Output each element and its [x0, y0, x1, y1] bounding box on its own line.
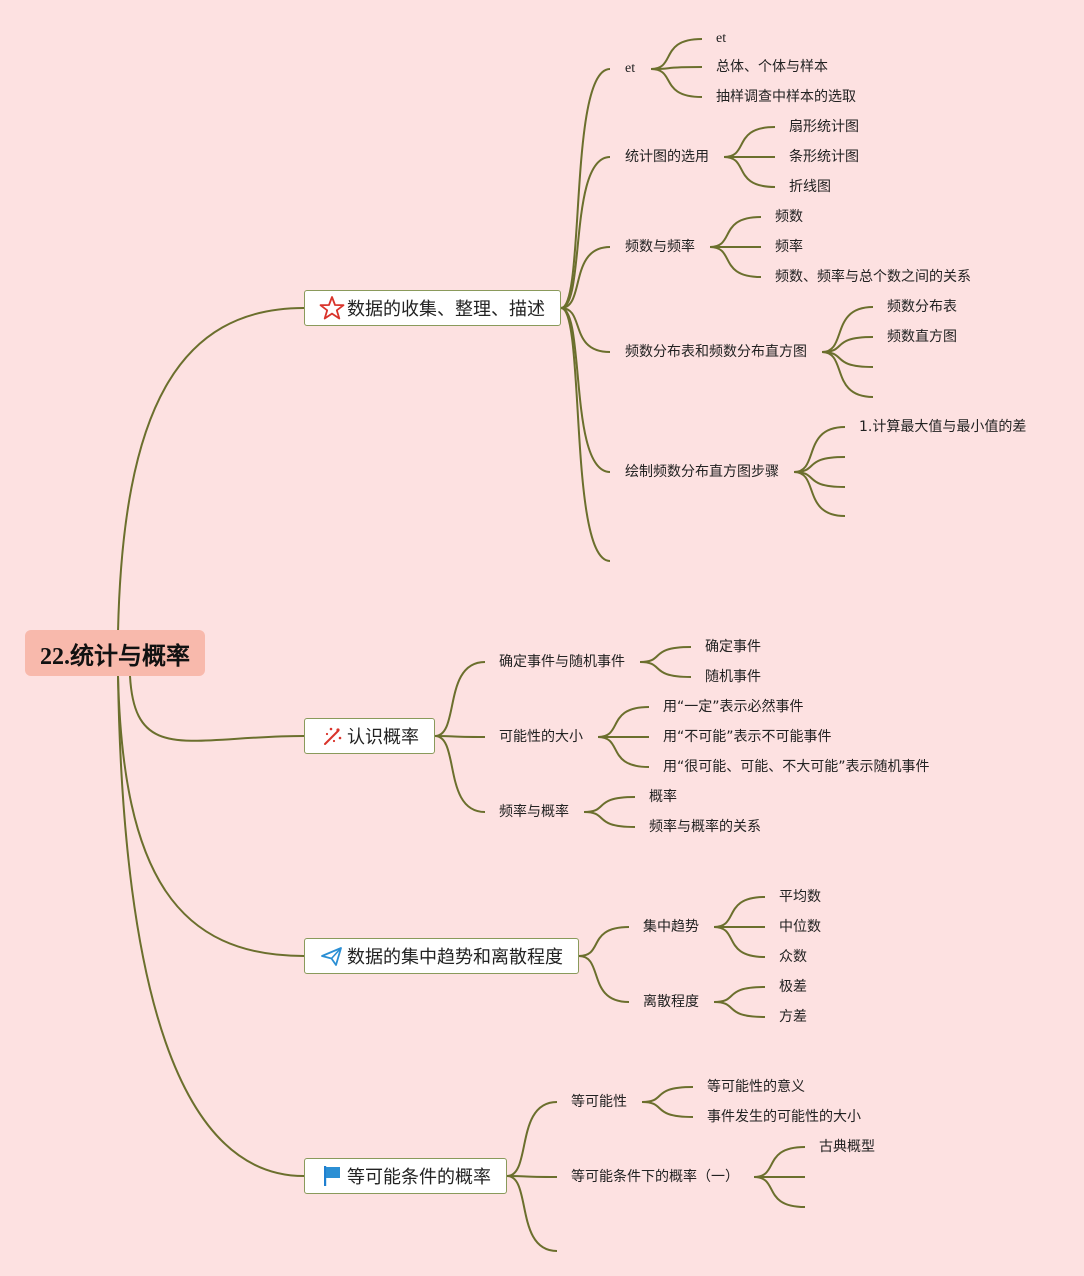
- leaf-connector-line: [650, 38, 703, 70]
- topic-chart-selection[interactable]: 统计图的选用: [625, 149, 709, 165]
- topic-connector-line: [506, 1175, 558, 1178]
- topic-connector-line: [506, 1175, 558, 1252]
- leaf-pie-chart[interactable]: 扇形统计图: [789, 119, 859, 135]
- topic-frequency[interactable]: 频数与频率: [625, 239, 695, 255]
- branch-data-collection[interactable]: 数据的收集、整理、描述: [304, 290, 561, 326]
- leaf-frequency-rate[interactable]: 频率: [775, 239, 803, 255]
- topic-connector-line: [560, 307, 611, 473]
- leaf-connector-line: [639, 661, 692, 678]
- leaf-classical-probability[interactable]: 古典概型: [819, 1139, 875, 1155]
- leaf-connector-line: [583, 811, 636, 828]
- topic-certain-random-events[interactable]: 确定事件与随机事件: [499, 654, 625, 670]
- root-topic-label: 22.统计与概率: [40, 643, 190, 670]
- leaf-variance[interactable]: 方差: [779, 1009, 807, 1025]
- branch-label: 数据的集中趋势和离散程度: [347, 947, 563, 968]
- leaf-likelihood-random[interactable]: 用“很可能、可能、不大可能”表示随机事件: [663, 759, 930, 775]
- topic-connector-line: [434, 735, 486, 738]
- leaf-frequency-probability-relation[interactable]: 频率与概率的关系: [649, 819, 761, 835]
- topic-connector-line: [560, 246, 611, 309]
- topic-connector-line: [560, 307, 611, 562]
- branch-equal-likelihood[interactable]: 等可能条件的概率: [304, 1158, 507, 1194]
- leaf-frequency-relation[interactable]: 频数、频率与总个数之间的关系: [775, 269, 971, 285]
- topic-et[interactable]: et: [625, 61, 636, 76]
- leaf-mean[interactable]: 平均数: [779, 889, 821, 905]
- root-connector-line: [117, 307, 305, 633]
- leaf-certain-event[interactable]: 确定事件: [705, 639, 761, 655]
- topic-connector-line: [578, 926, 630, 957]
- leaf-bar-chart[interactable]: 条形统计图: [789, 149, 859, 165]
- leaf-connector-line: [713, 896, 766, 928]
- topic-connector-line: [560, 156, 611, 309]
- leaf-frequency-table[interactable]: 频数分布表: [887, 299, 957, 315]
- leaf-sample-selection[interactable]: 抽样调查中样本的选取: [716, 89, 856, 105]
- branch-label: 等可能条件的概率: [347, 1167, 491, 1188]
- flag-icon: [319, 1163, 345, 1189]
- leaf-likelihood-impossible[interactable]: 用“不可能”表示不可能事件: [663, 729, 832, 745]
- leaf-mode[interactable]: 众数: [779, 949, 807, 965]
- topic-connector-line: [434, 735, 486, 813]
- leaf-equal-likelihood-meaning[interactable]: 等可能性的意义: [707, 1079, 805, 1095]
- star-icon: [319, 295, 345, 321]
- leaf-likelihood-certain[interactable]: 用“一定”表示必然事件: [663, 699, 804, 715]
- root-connector-line: [117, 675, 305, 957]
- topic-frequency-probability[interactable]: 频率与概率: [499, 804, 569, 820]
- leaf-connector-line: [793, 471, 846, 517]
- leaf-connector-line: [709, 216, 762, 248]
- leaf-population-sample[interactable]: 总体、个体与样本: [716, 59, 828, 75]
- branch-label: 认识概率: [347, 727, 419, 748]
- leaf-connector-line: [597, 736, 650, 768]
- root-topic[interactable]: 22.统计与概率: [25, 630, 205, 676]
- leaf-connector-line: [723, 156, 776, 188]
- leaf-connector-line: [821, 351, 874, 398]
- topic-connector-line: [578, 955, 630, 1003]
- topic-equal-likelihood[interactable]: 等可能性: [571, 1094, 627, 1110]
- leaf-step-range[interactable]: 1.计算最大值与最小值的差: [859, 419, 1027, 435]
- leaf-connector-line: [821, 306, 874, 353]
- leaf-et[interactable]: et: [716, 31, 727, 46]
- topic-connector-line: [506, 1101, 558, 1177]
- leaf-probability[interactable]: 概率: [649, 789, 677, 805]
- leaf-connector-line: [723, 126, 776, 158]
- branch-probability[interactable]: 认识概率: [304, 718, 435, 754]
- leaf-connector-line: [709, 246, 762, 278]
- branch-label: 数据的收集、整理、描述: [347, 299, 545, 320]
- leaf-connector-line: [650, 68, 703, 98]
- topic-frequency-table-histogram[interactable]: 频数分布表和频数分布直方图: [625, 344, 807, 360]
- topic-connector-line: [434, 661, 486, 737]
- root-connector-line: [129, 675, 305, 742]
- topic-equal-probability-one[interactable]: 等可能条件下的概率（一）: [571, 1169, 739, 1185]
- leaf-connector-line: [713, 1001, 766, 1018]
- leaf-median[interactable]: 中位数: [779, 919, 821, 935]
- leaf-connector-line: [641, 1101, 694, 1118]
- paper-plane-icon: [319, 943, 345, 969]
- leaf-connector-line: [641, 1086, 694, 1103]
- leaf-connector-line: [713, 986, 766, 1003]
- leaf-range[interactable]: 极差: [779, 979, 807, 995]
- leaf-random-event[interactable]: 随机事件: [705, 669, 761, 685]
- leaf-connector-line: [793, 426, 846, 473]
- leaf-connector-line: [639, 646, 692, 663]
- leaf-connector-line: [597, 706, 650, 738]
- leaf-frequency-count[interactable]: 频数: [775, 209, 803, 225]
- leaf-event-likelihood-size[interactable]: 事件发生的可能性的大小: [707, 1109, 861, 1125]
- leaf-frequency-histogram[interactable]: 频数直方图: [887, 329, 957, 345]
- topic-connector-line: [560, 307, 611, 353]
- leaf-connector-line: [583, 796, 636, 813]
- leaf-connector-line: [713, 926, 766, 958]
- branch-central-tendency-dispersion[interactable]: 数据的集中趋势和离散程度: [304, 938, 579, 974]
- topic-dispersion[interactable]: 离散程度: [643, 994, 699, 1010]
- sparkle-icon: [319, 723, 345, 749]
- topic-likelihood[interactable]: 可能性的大小: [499, 729, 583, 745]
- topic-connector-line: [560, 68, 611, 309]
- leaf-connector-line: [753, 1146, 806, 1178]
- root-connector-line: [117, 675, 305, 1177]
- leaf-connector-line: [753, 1176, 806, 1208]
- leaf-line-chart[interactable]: 折线图: [789, 179, 831, 195]
- topic-histogram-steps[interactable]: 绘制频数分布直方图步骤: [625, 464, 779, 480]
- topic-central-tendency[interactable]: 集中趋势: [643, 919, 699, 935]
